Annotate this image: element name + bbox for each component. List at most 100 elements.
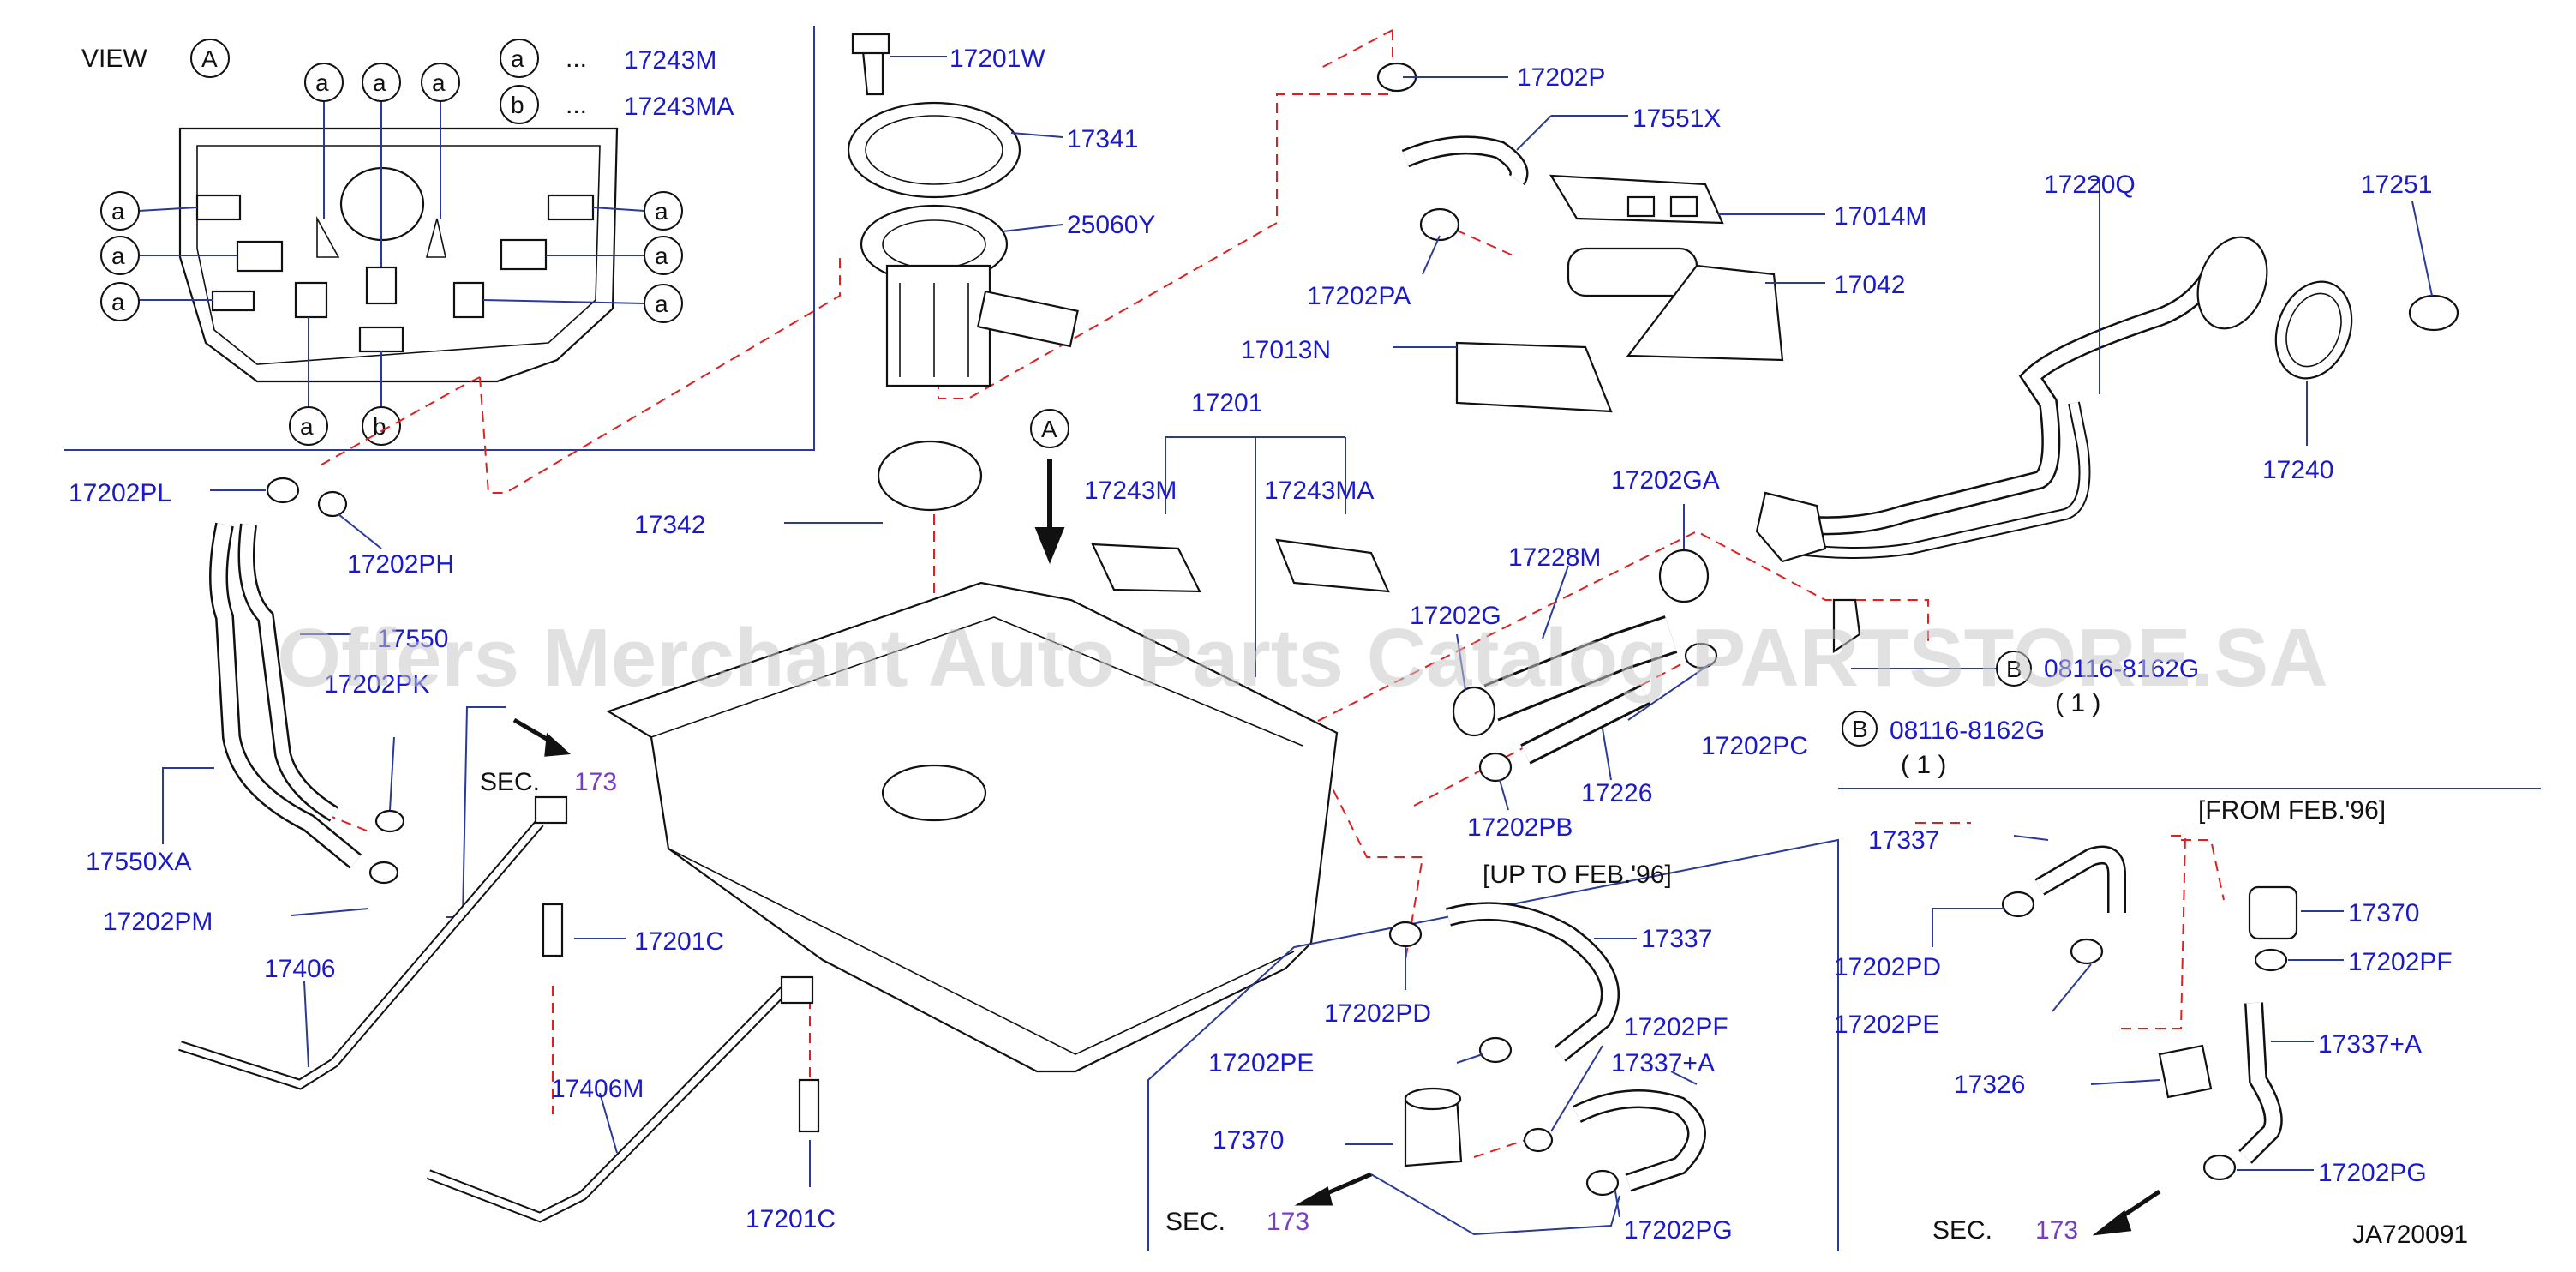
label-17406m: 17406M xyxy=(551,1075,644,1103)
svg-text:a: a xyxy=(315,69,329,96)
diagram-code: JA720091 xyxy=(2352,1221,2468,1249)
view-a-panel: VIEW A a ... 17243M b ... 17243MA xyxy=(64,26,815,451)
bolt-17201c-1 xyxy=(542,903,564,957)
clamp-17202pm xyxy=(368,861,399,885)
svg-text:a: a xyxy=(655,243,668,269)
inset-up-to-feb96: [UP TO FEB.'96] 17337 17202PD 17202PE 17… xyxy=(1147,788,2541,1251)
label-17202pf-a: 17202PF xyxy=(1624,1013,1728,1041)
label-17551x: 17551X xyxy=(1632,105,1721,133)
label-17042: 17042 xyxy=(1834,271,1905,299)
inset-a-title: [UP TO FEB.'96] xyxy=(1483,861,1672,889)
label-17201: 17201 xyxy=(1191,389,1262,417)
view-title: VIEW xyxy=(81,45,147,73)
bolt-b2-part: 08116-8162G xyxy=(1890,717,2045,745)
clamp-17202pd-b xyxy=(2001,891,2035,918)
bolt-b2-qty: ( 1 ) xyxy=(1901,751,1946,779)
clamp-17202pd-a xyxy=(1388,921,1423,948)
clamp-17202pl xyxy=(266,477,300,504)
clamp-17202pf-a xyxy=(1523,1127,1554,1153)
fuel-cap-17251 xyxy=(2408,294,2459,332)
label-17202pd-b: 17202PD xyxy=(1834,953,1941,981)
svg-text:b: b xyxy=(373,413,386,440)
arrow-ref-a: A xyxy=(1041,416,1057,442)
clamp-17202ph xyxy=(317,490,348,518)
label-17370-a: 17370 xyxy=(1213,1126,1284,1155)
bolt-b1-mark: B xyxy=(2006,656,2022,682)
sec-left-label: SEC. xyxy=(480,768,540,796)
bolt-b2-mark: B xyxy=(1852,716,1868,742)
label-17337-a: 17337 xyxy=(1641,925,1712,953)
bolt-b1-part: 08116-8162G xyxy=(2044,655,2199,683)
svg-text:a: a xyxy=(111,243,125,269)
sec-right-number: 173 xyxy=(2035,1216,2078,1245)
svg-text:a: a xyxy=(300,413,314,440)
tank-top-view xyxy=(178,127,619,383)
label-17326: 17326 xyxy=(1954,1071,2025,1099)
svg-text:a: a xyxy=(111,289,125,315)
bolt-b1-qty: ( 1 ) xyxy=(2055,689,2100,717)
label-17014m: 17014M xyxy=(1834,202,1926,231)
view-ref-circle xyxy=(190,39,230,78)
sec-arrow-right xyxy=(2092,1189,2161,1236)
svg-text:a: a xyxy=(655,198,668,225)
filler-hose-assembly: 17202GA 17228M 17202G 17202PC 17226 1720… xyxy=(1410,466,2199,842)
sec-right-label: SEC. xyxy=(1932,1216,1992,1245)
label-17202pg-a: 17202PG xyxy=(1624,1216,1733,1245)
filler-mouth xyxy=(2196,236,2268,330)
label-17243m: 17243M xyxy=(1084,477,1177,505)
label-17202pk: 17202PK xyxy=(324,670,429,699)
inset-b-title: [FROM FEB.'96] xyxy=(2198,796,2386,825)
label-17550xa: 17550XA xyxy=(86,848,191,876)
label-17220q: 17220Q xyxy=(2044,171,2136,199)
pad-17243ma xyxy=(1275,538,1390,593)
svg-text:a: a xyxy=(655,291,668,317)
sec-left-number: 173 xyxy=(574,768,617,796)
legend-b-part: 17243MA xyxy=(624,93,734,121)
label-17226: 17226 xyxy=(1581,779,1652,807)
label-17342: 17342 xyxy=(634,511,705,539)
view-callouts: a a a a a a a a a a b xyxy=(100,63,683,446)
label-17202ga: 17202GA xyxy=(1611,466,1720,495)
legend-a-dots: ... xyxy=(566,45,587,73)
sec-mid-label: SEC. xyxy=(1165,1208,1225,1236)
clip-17326 xyxy=(2158,1044,2213,1099)
label-17201w: 17201W xyxy=(950,45,1045,73)
label-17406: 17406 xyxy=(264,955,335,983)
watermark: Offers Merchant Auto Parts Catalog PARTS… xyxy=(277,612,2327,704)
label-17202pe-b: 17202PE xyxy=(1834,1011,1939,1039)
clamp-17202pe-b xyxy=(2070,938,2104,965)
legend-b-mark: b xyxy=(511,92,524,118)
label-17202pl: 17202PL xyxy=(69,479,171,507)
label-17202ph: 17202PH xyxy=(347,550,454,579)
retainer-17240 xyxy=(2274,280,2353,380)
label-17202pm: 17202PM xyxy=(103,908,213,936)
clamp-17202ga xyxy=(1658,549,1710,603)
label-17337a-a: 17337+A xyxy=(1611,1049,1715,1077)
sec-arrow-mid xyxy=(1294,1172,1372,1206)
fuel-tank-17201: A 17201 17243M 17243MA 17342 xyxy=(606,389,1390,1073)
tank-pump-opening xyxy=(881,764,987,822)
legend-b-dots: ... xyxy=(566,91,587,119)
clamp-17202g xyxy=(1452,686,1496,737)
label-17337a-b: 17337+A xyxy=(2318,1030,2422,1059)
label-17202pc: 17202PC xyxy=(1701,732,1808,760)
inset-from-feb96: [FROM FEB.'96] 17337 17370 17202PD 17202… xyxy=(1834,796,2477,1249)
label-17202pb: 17202PB xyxy=(1467,813,1573,842)
fuel-pump-assembly: 17201W 17341 25060Y xyxy=(847,33,1155,387)
label-17201c-1: 17201C xyxy=(634,927,724,956)
clamp-17202pc xyxy=(1684,642,1718,669)
label-17202pd-a: 17202PD xyxy=(1324,999,1431,1028)
svg-text:a: a xyxy=(111,198,125,225)
fuel-pump-17042 xyxy=(1567,247,1698,297)
svg-text:a: a xyxy=(373,69,386,96)
clamp-17202pb xyxy=(1478,752,1513,783)
label-17013n: 17013N xyxy=(1241,336,1331,364)
label-17370-b: 17370 xyxy=(2348,899,2419,927)
bolt-17201c-2 xyxy=(798,1078,820,1133)
pump-internals: 17202P 17551X 17014M 17202PA 17042 17013… xyxy=(1241,62,1926,413)
bolt-b-08116 xyxy=(1832,598,1861,654)
lock-ring-17341 xyxy=(847,101,1021,199)
sec-arrow-left xyxy=(512,717,571,757)
clamp-17202pf-b xyxy=(2254,948,2288,972)
